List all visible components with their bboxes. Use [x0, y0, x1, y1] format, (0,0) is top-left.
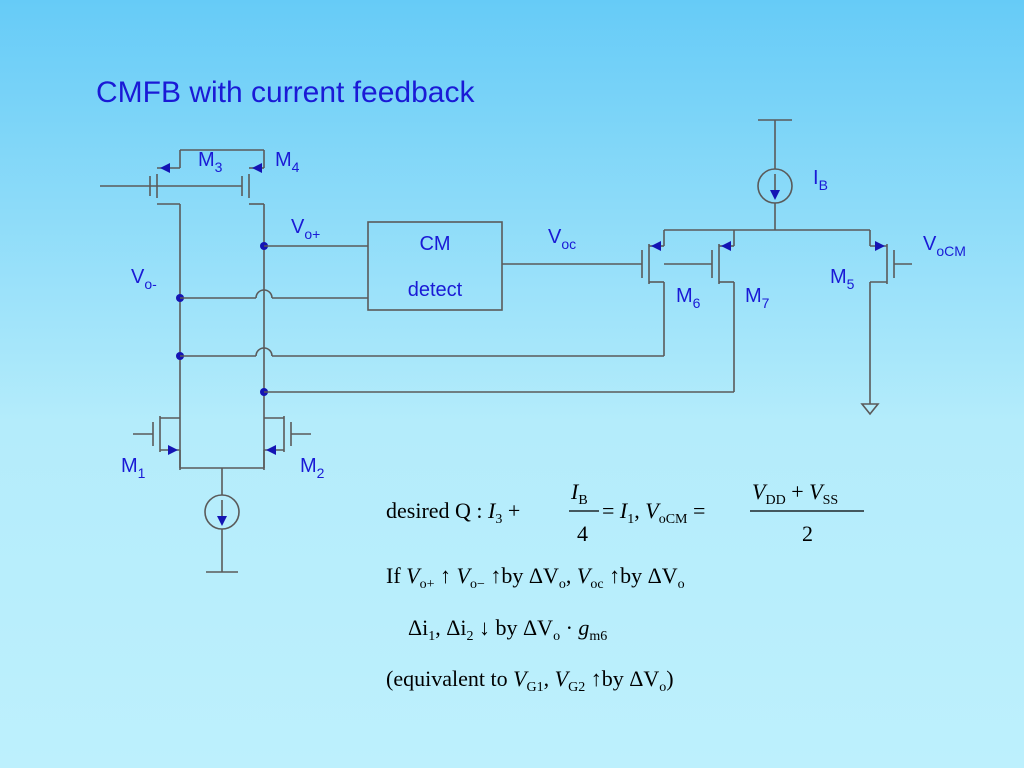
svg-text:= I1, VoCM =: = I1, VoCM =	[602, 498, 705, 527]
equation-line-3: Δi1, Δi2 ↓ by ΔVo · gm6	[408, 615, 607, 644]
label-vo-minus: Vo-	[131, 266, 157, 292]
svg-text:IB: IB	[570, 479, 588, 508]
svg-text:2: 2	[802, 521, 813, 546]
label-m4: M4	[275, 149, 300, 175]
transistor-m4	[150, 150, 265, 470]
cm-detect-line2: detect	[408, 279, 463, 301]
slide-title: CMFB with current feedback	[96, 76, 475, 109]
cm-detect-line1: CM	[419, 233, 450, 255]
label-m1: M1	[121, 455, 146, 481]
svg-text:(equivalent to VG1, VG2 ↑by ΔV: (equivalent to VG1, VG2 ↑by ΔVo)	[386, 666, 674, 695]
label-m5: M5	[830, 266, 855, 292]
label-m7: M7	[745, 285, 770, 311]
svg-text:If Vo+ ↑ Vo− ↑by ΔVo, Voc ↑by: If Vo+ ↑ Vo− ↑by ΔVo, Voc ↑by ΔVo	[386, 563, 685, 592]
feedback-wire-m7	[260, 282, 735, 396]
label-m6: M6	[676, 285, 701, 311]
equation-line-2: If Vo+ ↑ Vo− ↑by ΔVo, Voc ↑by ΔVo	[386, 563, 685, 592]
label-ib: IB	[813, 167, 828, 193]
svg-text:desired Q : I3 +: desired Q : I3 +	[386, 498, 520, 527]
transistor-m6	[641, 230, 665, 284]
feedback-wire-m6	[176, 282, 665, 360]
transistor-m7	[664, 230, 735, 284]
cm-detect-block: CM detect	[367, 221, 503, 311]
transistor-m3	[100, 150, 181, 470]
svg-text:4: 4	[577, 521, 588, 546]
label-vo-plus: Vo+	[291, 216, 320, 242]
label-m3: M3	[198, 149, 223, 175]
vo-minus-wire	[176, 289, 368, 302]
vo-plus-wire	[260, 242, 368, 250]
ib-current-source	[757, 119, 793, 230]
transistor-m1	[133, 416, 181, 468]
equation-line-1: desired Q : I3 + IB 4 = I1, VoCM = VDD +…	[386, 479, 864, 546]
tail-current-source	[204, 494, 240, 573]
transistor-m2	[263, 416, 311, 468]
label-voc: Voc	[548, 226, 576, 252]
equation-line-4: (equivalent to VG1, VG2 ↑by ΔVo)	[386, 666, 674, 695]
label-vocm: VoCM	[923, 233, 966, 259]
svg-text:Δi1, Δi2 ↓ by ΔVo · gm6: Δi1, Δi2 ↓ by ΔVo · gm6	[408, 615, 607, 644]
transistor-m5	[860, 230, 912, 416]
svg-text:VDD + VSS: VDD + VSS	[752, 479, 838, 508]
label-m2: M2	[300, 455, 325, 481]
